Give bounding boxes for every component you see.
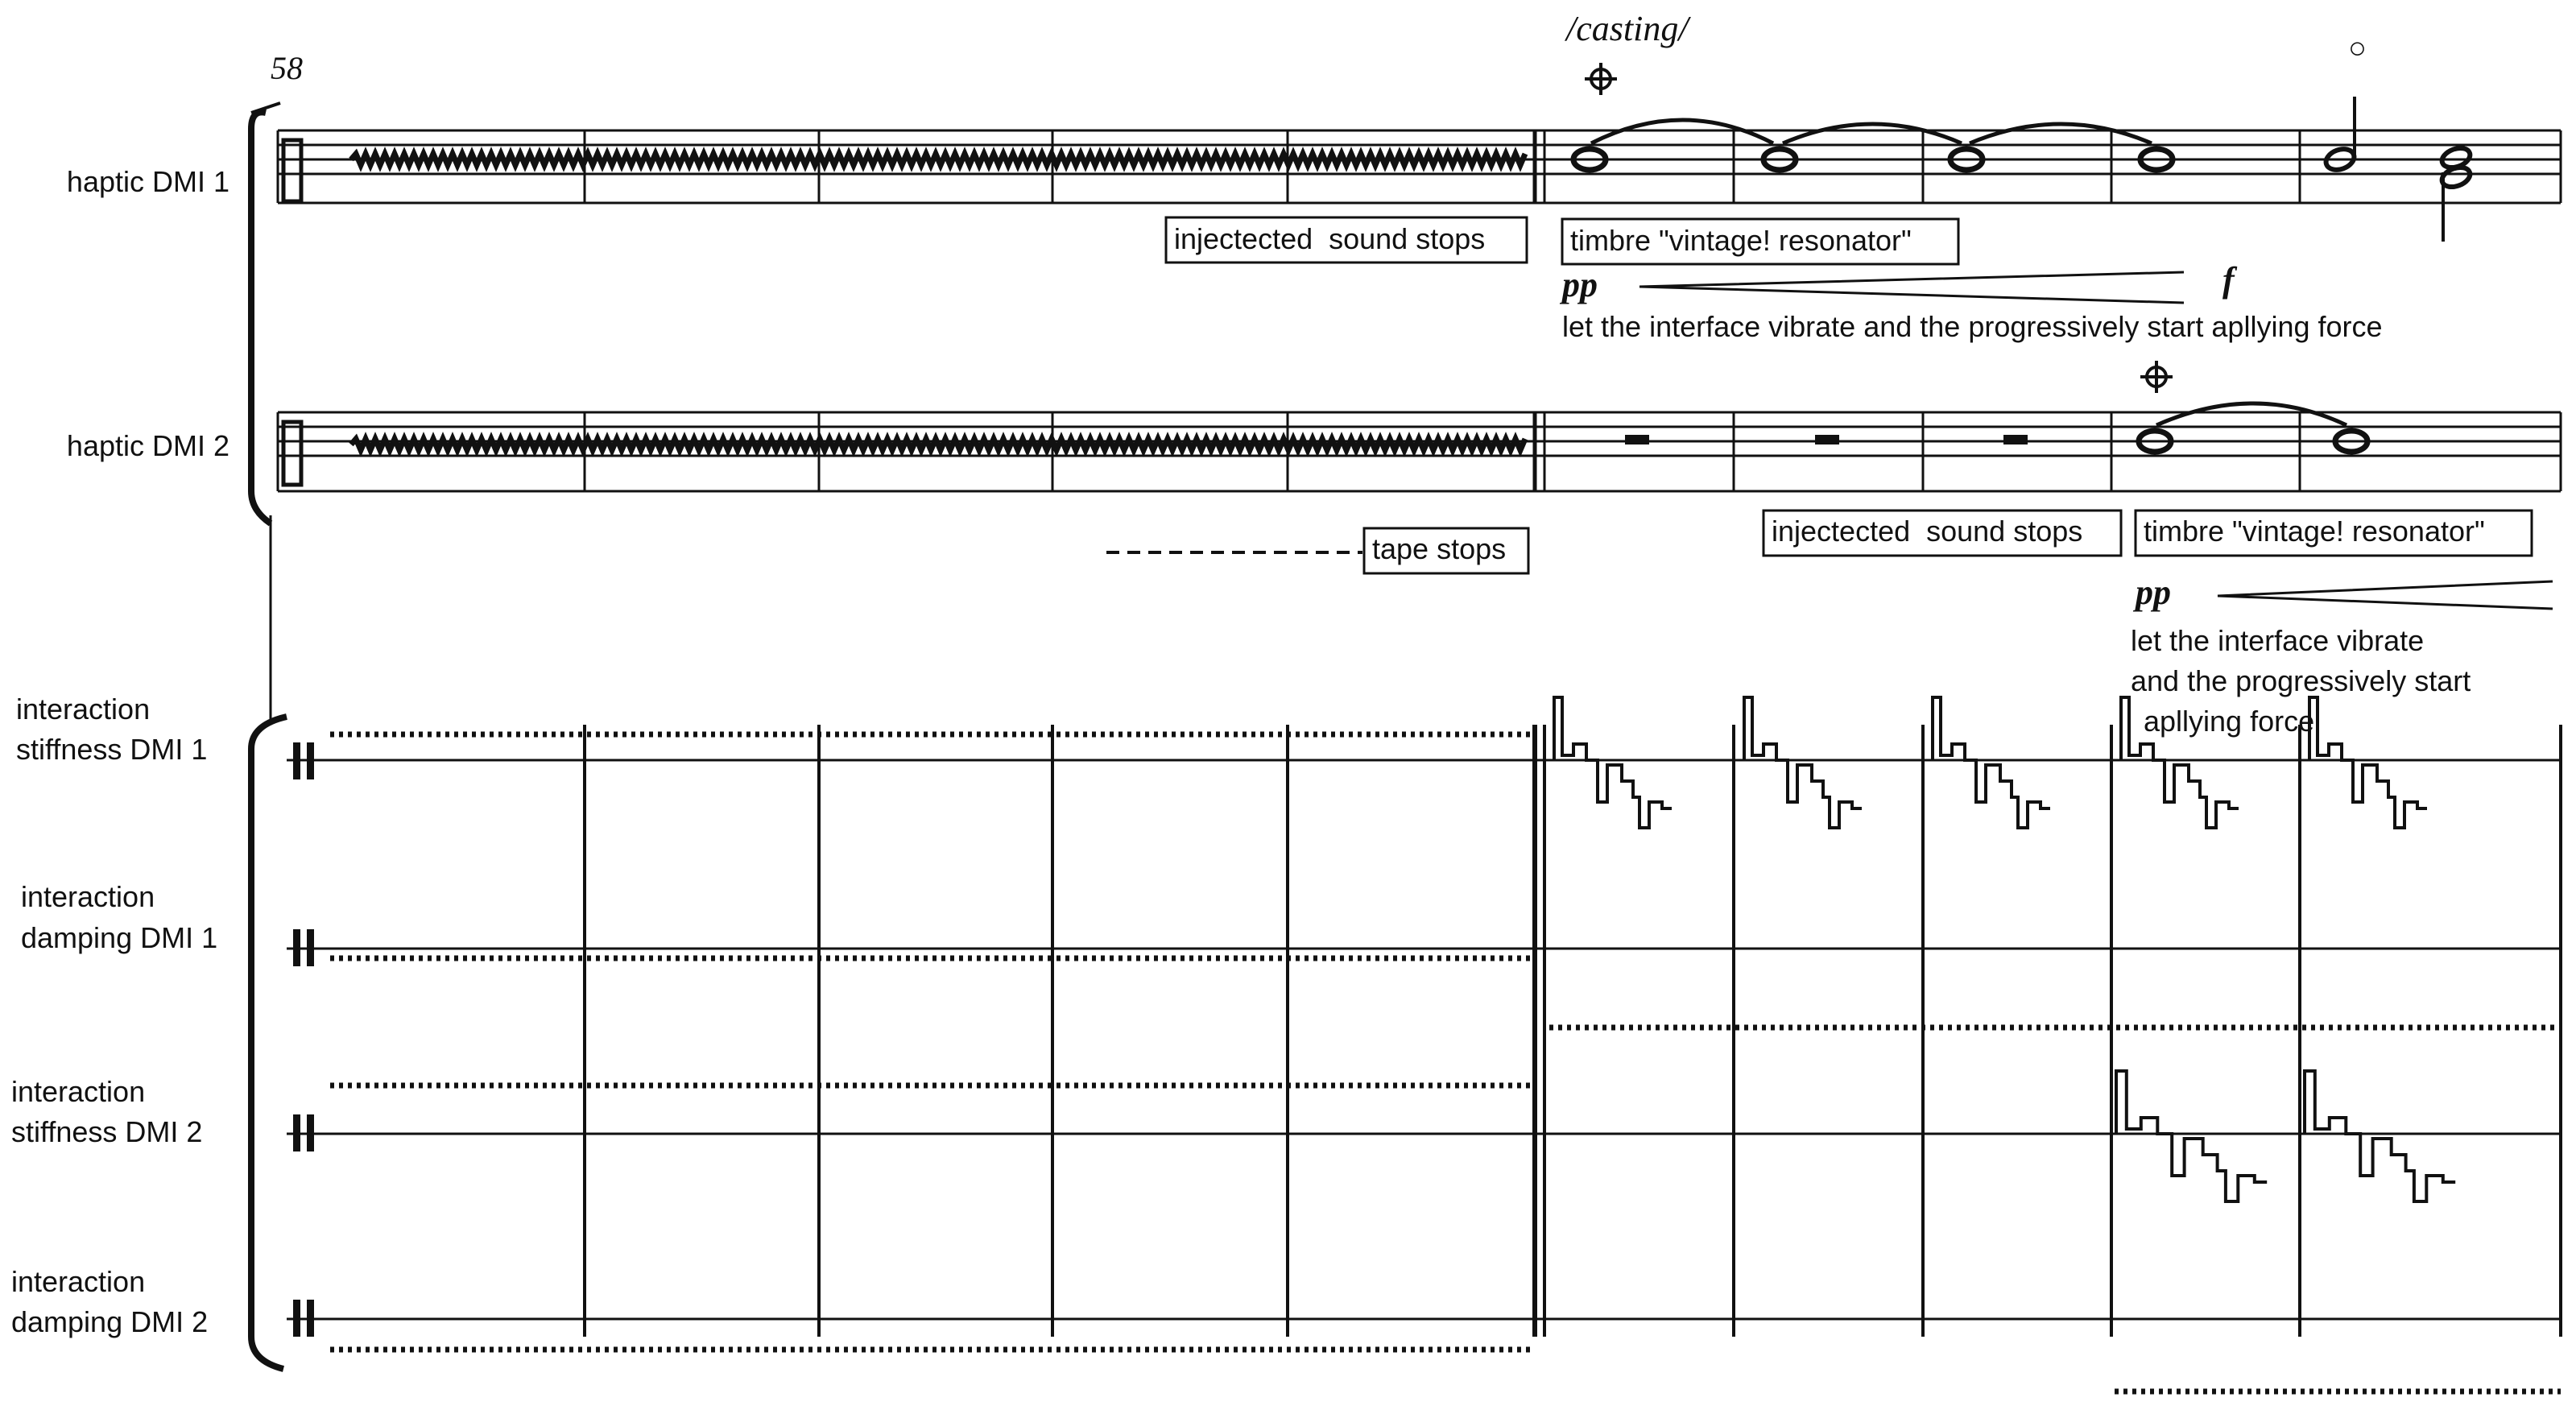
interaction-barlines: [583, 725, 2562, 1337]
notes-haptic-dmi-1: [1570, 97, 2473, 242]
envelope-step: [1743, 696, 1862, 829]
annotation-box-tape-stops: [1362, 527, 1530, 575]
dynamic-f-1: f: [2222, 260, 2238, 300]
whole-note: [2136, 428, 2174, 455]
dotted-level-lines: [330, 731, 2561, 1395]
annotation-timbre-1: timbre "vintage! resonator": [1570, 224, 1912, 257]
interaction-staff-lines: [287, 759, 2561, 1321]
tie: [1782, 122, 1962, 146]
annotation-timbre-2: timbre "vintage! resonator": [2144, 515, 2485, 548]
annotation-box-sound-stops-1: [1164, 216, 1528, 264]
envelope-step: [2308, 696, 2427, 829]
rest-1: [1625, 435, 1649, 444]
whole-note: [1570, 146, 1609, 173]
instruction-dmi-2-line1: let the interface vibrate: [2131, 624, 2424, 657]
whole-note: [2332, 428, 2371, 455]
trill-line-haptic-dmi-2: [349, 432, 1528, 457]
staff-label-damping-dmi-1-line1: interaction: [21, 880, 155, 913]
system-bracket-top: [248, 101, 281, 527]
staff-label-damping-dmi-1-line2: damping DMI 1: [21, 921, 217, 954]
stiffness-envelope-dmi-2: [2115, 1069, 2456, 1203]
envelope-step: [2119, 696, 2239, 829]
instruction-dmi-2-line2: and the progressively start: [2131, 664, 2471, 697]
staff-label-stiffness-dmi-2-line1: interaction: [11, 1075, 145, 1108]
envelope-step: [2303, 1069, 2456, 1203]
tie: [2155, 401, 2348, 428]
staff-label-stiffness-dmi-1-line1: interaction: [16, 693, 150, 726]
crescendo-hairpin-2: [2217, 580, 2553, 610]
clef-box-haptic-dmi-1: [281, 138, 304, 204]
trill-line-haptic-dmi-1: [349, 147, 1528, 172]
staff-label-stiffness-dmi-1-line2: stiffness DMI 1: [16, 733, 207, 766]
rest-2: [1815, 435, 1839, 444]
notes-haptic-dmi-2: [2136, 401, 2371, 455]
staff-label-damping-dmi-2-line2: damping DMI 2: [11, 1305, 208, 1338]
rest-3: [2003, 435, 2028, 444]
tie: [1590, 118, 1775, 146]
annotation-box-timbre-1: [1561, 217, 1960, 266]
staff-label-haptic-dmi-1: haptic DMI 1: [67, 165, 229, 198]
whole-note: [2137, 146, 2176, 173]
harmonic-circle: ○: [2348, 31, 2367, 65]
dynamic-pp-2: pp: [2132, 573, 2171, 612]
staff-label-stiffness-dmi-2-line2: stiffness DMI 2: [11, 1115, 202, 1148]
percussion-clef-damping-2: [293, 1300, 314, 1337]
crescendo-hairpin-1: [1639, 271, 2185, 304]
annotation-box-sound-stops-2: [1762, 509, 2123, 557]
percussion-clef-damping-1: [293, 929, 314, 966]
clef-box-haptic-dmi-2: [281, 420, 304, 487]
system-bracket-bottom: [248, 713, 287, 1372]
crosshair-target-icon: [2140, 361, 2173, 393]
stiffness-envelope-dmi-1: [1553, 696, 2427, 829]
dynamic-pp-1: pp: [1559, 265, 1598, 304]
measure-number: 58: [271, 50, 303, 86]
instruction-dmi-1: let the interface vibrate and the progre…: [1562, 310, 2383, 343]
whole-note: [1760, 146, 1799, 173]
percussion-clef-stiffness-2: [293, 1114, 314, 1151]
percussion-clef-stiffness-1: [293, 742, 314, 779]
envelope-step: [1931, 696, 2050, 829]
annotation-sound-stops-1: injectected sound stops: [1174, 222, 1485, 255]
envelope-step: [2115, 1069, 2268, 1203]
staff-label-damping-dmi-2-line1: interaction: [11, 1265, 145, 1298]
whole-note: [1947, 146, 1986, 173]
envelope-step: [1553, 696, 1672, 829]
staff-label-haptic-dmi-2: haptic DMI 2: [67, 429, 229, 462]
tie: [1969, 122, 2152, 146]
annotation-sound-stops-2: injectected sound stops: [1772, 515, 2082, 548]
annotation-tape-stops: tape stops: [1372, 532, 1506, 565]
section-marking: /casting/: [1564, 9, 1691, 48]
annotation-box-timbre-2: [2134, 509, 2533, 557]
crosshair-target-icon: [1585, 63, 1617, 95]
instruction-dmi-2-line3: apllying force: [2144, 705, 2314, 738]
